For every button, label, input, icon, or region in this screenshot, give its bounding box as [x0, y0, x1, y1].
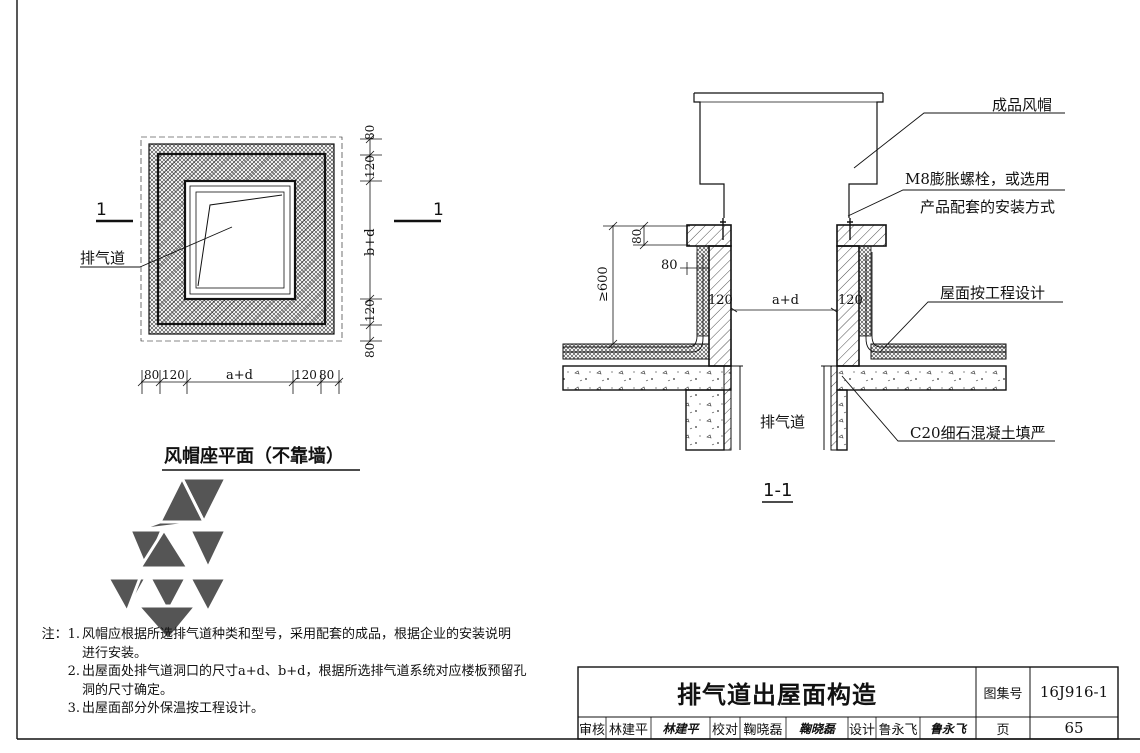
- right-roof-insulation: [870, 343, 1007, 360]
- checker-signature: 鞠晓磊: [798, 721, 835, 736]
- page-label: 页: [996, 722, 1010, 738]
- label-bolt-1: M8膨胀螺栓，或选用: [905, 170, 1050, 188]
- label-concrete: C20细石混凝土填严: [910, 424, 1046, 442]
- vent-cap: [693, 92, 884, 218]
- section-mark-left: 1: [96, 200, 107, 220]
- dim-top: 80: [630, 229, 644, 244]
- section-mark-right: 1: [433, 200, 444, 220]
- dim-label: 80: [363, 343, 377, 358]
- right-insulation: [858, 245, 872, 337]
- right-roof-slab: [836, 365, 1007, 391]
- dim-label: 80: [363, 125, 377, 140]
- section-view: [562, 92, 1065, 503]
- notes: 注：1. 风帽应根据所选排气道种类和型号，采用配套的成品，根据企业的安装说明 进…: [32, 626, 572, 719]
- dim-label: 120: [162, 368, 185, 382]
- plan-view: [80, 134, 441, 471]
- dim-label: 120: [363, 155, 377, 178]
- note-number: 1.: [67, 627, 80, 642]
- dim-label: b+d: [363, 228, 378, 256]
- plan-dim-bottom: [137, 370, 344, 394]
- note-text: 洞的尺寸确定。: [82, 682, 174, 698]
- label-roof: 屋面按工程设计: [940, 284, 1045, 302]
- left-roof-slab: [562, 365, 732, 391]
- dim-label: 120: [363, 299, 377, 322]
- note-text: 风帽应根据所选排气道种类和型号，采用配套的成品，根据企业的安装说明: [82, 627, 512, 642]
- dim-wall-left: 120: [708, 293, 733, 308]
- right-curb-cap: [836, 224, 887, 247]
- checker-name: 鞠晓磊: [743, 722, 783, 738]
- note-number: 2.: [67, 664, 80, 679]
- note-item: 注：1. 风帽应根据所选排气道种类和型号，采用配套的成品，根据企业的安装说明 进…: [32, 626, 572, 663]
- plan-dim-right: [360, 134, 382, 346]
- note-number: 3.: [67, 701, 80, 716]
- section-title: 1-1: [763, 480, 792, 501]
- plan-title: 风帽座平面（不靠墙）: [164, 445, 344, 467]
- left-curb-cap: [686, 224, 732, 247]
- designer-name: 鲁永飞: [878, 722, 918, 738]
- left-roof-insulation: [562, 343, 710, 360]
- dim-side: 80: [661, 258, 678, 273]
- label-bolt-2: 产品配套的安装方式: [920, 198, 1055, 216]
- dim-opening: a+d: [772, 293, 799, 308]
- dim-label: a+d: [226, 368, 253, 383]
- plan-dim-right-labels: 80 120 b+d 120 80: [363, 125, 378, 358]
- dim-label: 120: [294, 368, 317, 382]
- note-item: 3. 出屋面部分外保温按工程设计。: [32, 700, 572, 719]
- design-label: 设计: [848, 722, 875, 738]
- review-label: 审核: [578, 722, 605, 738]
- left-duct-wall: [685, 389, 725, 451]
- section-leaders: [841, 112, 1065, 442]
- label-duct: 排气道: [760, 413, 805, 431]
- title-block: 排气道出屋面构造 图集号 16J916-1 页 65 审核 林建平 林建平 校对…: [578, 667, 1118, 739]
- dim-height: ≥600: [596, 266, 611, 302]
- check-label: 校对: [711, 722, 738, 738]
- atlas-label: 图集号: [983, 686, 1023, 702]
- drawing-title: 排气道出屋面构造: [677, 680, 877, 709]
- reviewer-signature: 林建平: [662, 721, 699, 736]
- section-dim-side: [680, 262, 709, 275]
- dim-wall-right: 120: [838, 293, 863, 308]
- plan-dim-bottom-labels: 80 120 a+d 120 80: [144, 368, 334, 383]
- plan-duct-label: 排气道: [80, 249, 125, 267]
- notes-prefix: 注：: [41, 627, 68, 642]
- atlas-value: 16J916-1: [1039, 683, 1109, 701]
- note-text: 进行安装。: [82, 645, 148, 661]
- page-value: 65: [1064, 719, 1084, 737]
- label-cap: 成品风帽: [992, 96, 1052, 114]
- note-text: 出屋面处排气道洞口的尺寸a+d、b+d，根据所选排气道系统对应楼板预留孔: [82, 664, 527, 679]
- designer-signature: 鲁永飞: [929, 721, 966, 736]
- section-dim-height: [603, 221, 690, 349]
- note-item: 2. 出屋面处排气道洞口的尺寸a+d、b+d，根据所选排气道系统对应楼板预留孔 …: [32, 663, 572, 700]
- publisher-logo: [105, 474, 229, 643]
- right-duct-wall: [836, 389, 848, 451]
- dim-label: 80: [144, 368, 159, 382]
- dim-label: 80: [319, 368, 334, 382]
- reviewer-name: 林建平: [608, 722, 648, 738]
- note-text: 出屋面部分外保温按工程设计。: [82, 701, 265, 716]
- title-block-grid: [577, 666, 1119, 740]
